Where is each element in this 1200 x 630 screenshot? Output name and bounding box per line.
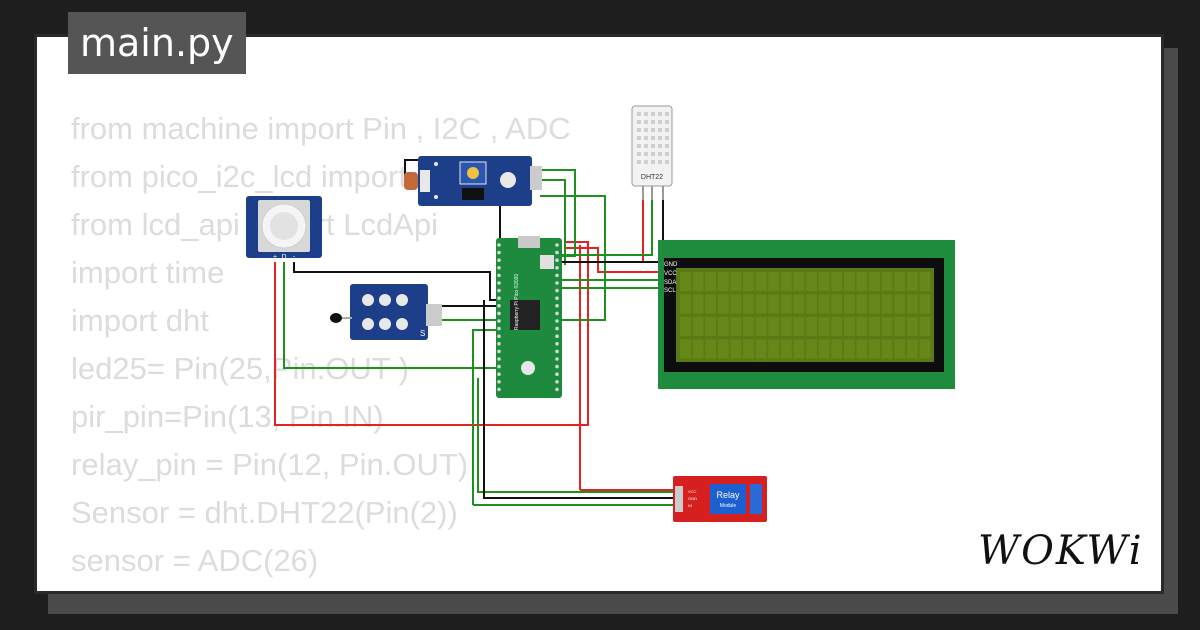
lcd-pin-gnd: GND <box>664 262 678 268</box>
code-line: pir_pin=Pin(13, Pin.IN) <box>71 399 384 434</box>
file-tab[interactable]: main.py <box>68 12 246 74</box>
temp-sensor-pin-s: S <box>420 329 425 338</box>
ldr-module <box>404 156 542 206</box>
raspberry-pi-pico: Raspberry Pi Pico ©2020 <box>496 236 562 398</box>
code-line: sensor = ADC(26) <box>71 543 319 578</box>
wire-green-dht <box>560 200 653 256</box>
wire-green-pir <box>283 262 500 369</box>
relay-sublabel: Module <box>720 503 737 509</box>
lcd-display: GND VCC SDA SCL <box>658 240 955 389</box>
wire-black-pir <box>293 262 500 301</box>
code-line: relay_pin = Pin(12, Pin.OUT) <box>71 447 469 482</box>
wire-red-lcd <box>565 247 662 273</box>
code-line: from machine import Pin , I2C , ADC <box>71 111 571 146</box>
pir-sensor: + D - <box>246 196 322 261</box>
code-line: Sensor = dht.DHT22(Pin(2)) <box>71 495 458 530</box>
pir-pin-minus: - <box>293 254 296 261</box>
wokwi-logo: WOKWi <box>978 528 1144 574</box>
pir-pin-plus: + <box>273 254 277 261</box>
temp-sensor-module: S <box>330 284 442 340</box>
lcd-pin-sda: SDA <box>664 280 676 286</box>
wires <box>274 159 676 506</box>
relay-module: Relay Module VCC GND IN <box>673 476 767 522</box>
wire-green-relay-in <box>472 329 500 505</box>
relay-pin-vcc: VCC <box>688 489 697 494</box>
code-line: import dht <box>71 303 209 338</box>
pir-pin-d: D <box>281 254 286 261</box>
wire-red-relay <box>580 486 676 491</box>
dht22-sensor: DHT22 <box>631 105 673 200</box>
wire-black-relay <box>483 300 675 499</box>
lcd-pin-scl: SCL <box>664 288 676 294</box>
pico-label: Raspberry Pi Pico ©2020 <box>513 274 520 330</box>
code-line: import time <box>71 255 225 290</box>
wire-red-pir <box>274 241 589 426</box>
relay-pin-in: IN <box>688 503 692 508</box>
relay-pin-gnd: GND <box>688 496 697 501</box>
wire-green-relay-sig <box>477 378 675 493</box>
relay-label: Relay <box>716 490 740 500</box>
lcd-pin-vcc: VCC <box>664 271 677 277</box>
dht22-label: DHT22 <box>641 174 663 181</box>
wire-green-ldr2 <box>540 179 566 265</box>
